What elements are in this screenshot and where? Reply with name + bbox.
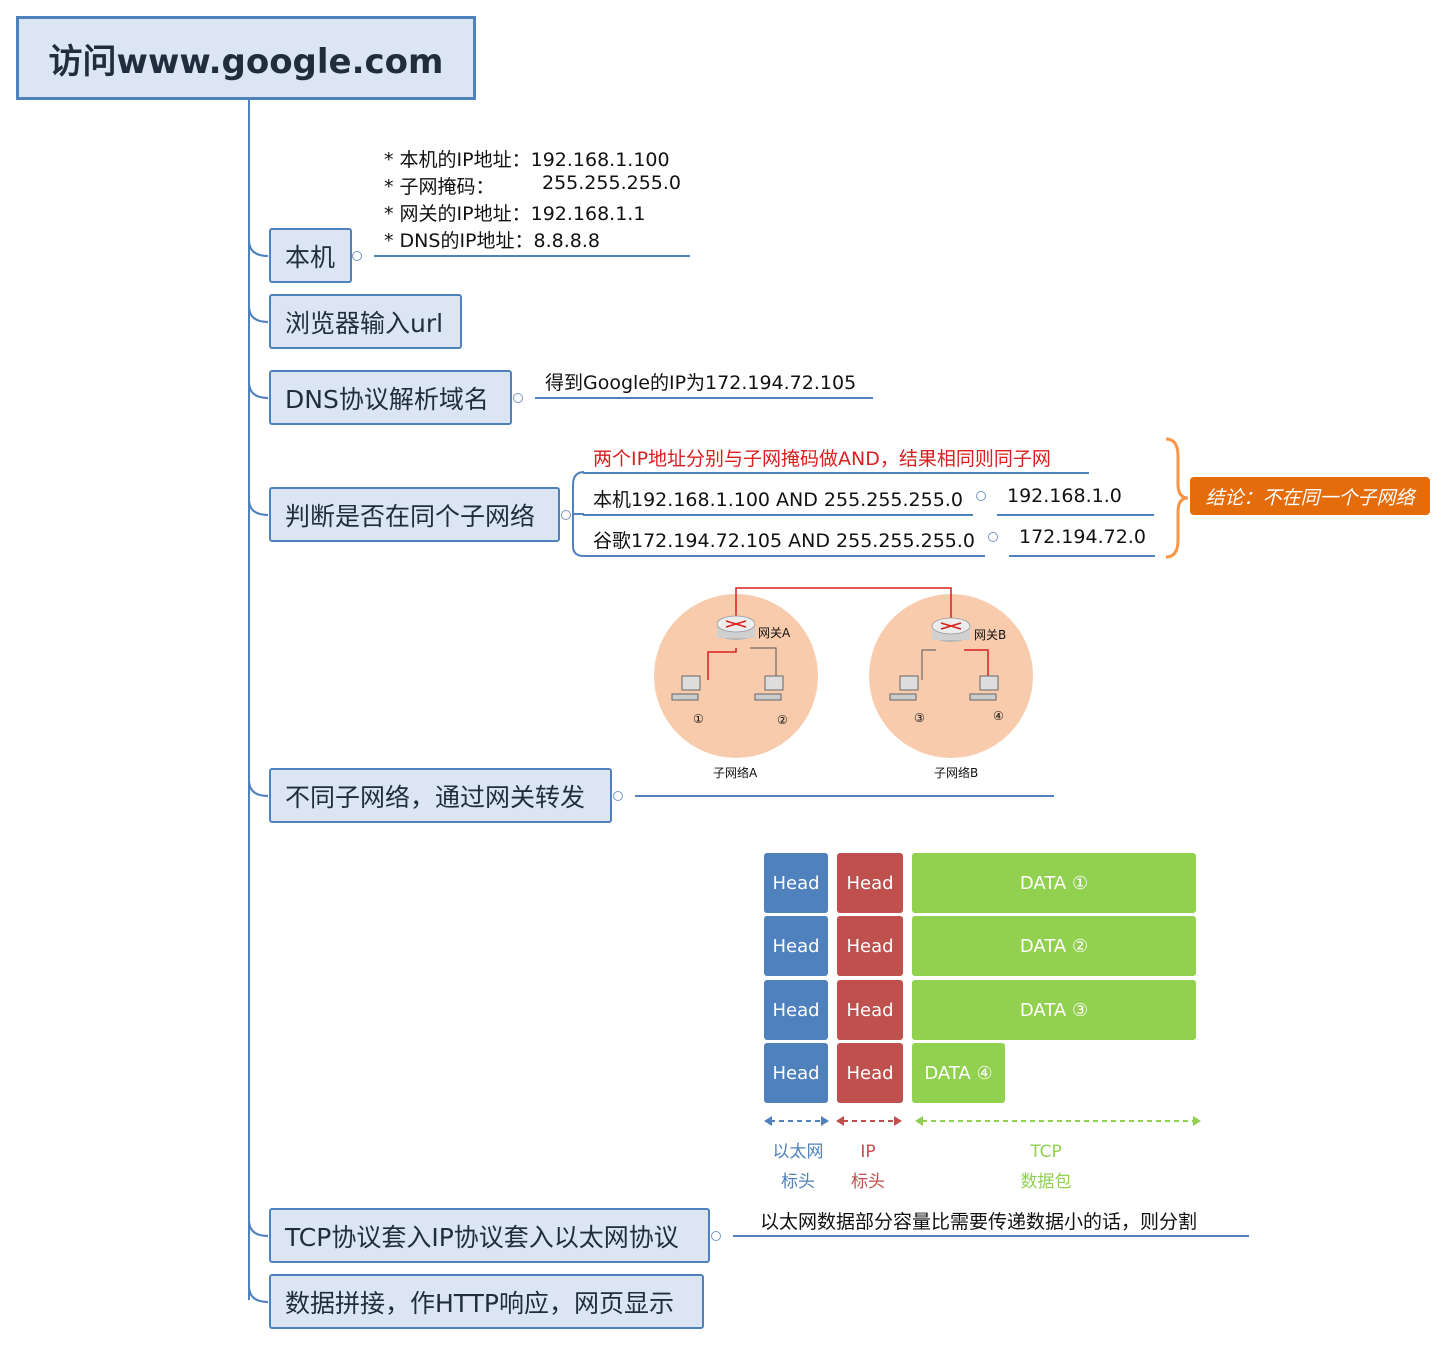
branch-http[interactable]: 数据拼接，作HTTP响应，网页显示 <box>269 1274 704 1329</box>
collapse-toggle-subnet[interactable] <box>561 510 571 520</box>
subnet-b-label: 子网络B <box>934 765 978 780</box>
network-diagram: 网关A 网关B ① ② ③ ④ 子网络A 子网络B <box>654 587 1033 780</box>
eth-span-arrow <box>764 1116 829 1126</box>
branch-subnet[interactable]: 判断是否在同个子网络 <box>269 487 560 542</box>
local-gateway-line: * 网关的IP地址：192.168.1.1 <box>384 203 646 225</box>
underline-tcp <box>733 1235 1249 1237</box>
tcp-span-arrow <box>915 1116 1201 1126</box>
ip-head-3: Head <box>837 980 903 1040</box>
collapse-toggle-tcp[interactable] <box>711 1231 721 1241</box>
conclusion-badge[interactable]: 结论：不在同一个子网络 <box>1190 477 1430 515</box>
host-1-label: ① <box>693 712 704 726</box>
local-mask-label: * 子网掩码： <box>384 176 495 198</box>
collapse-toggle-gateway[interactable] <box>613 791 623 801</box>
computer-icon-4 <box>969 675 999 701</box>
host-2-label: ② <box>777 713 788 727</box>
legend-tcp: TCP 数据包 <box>1020 1142 1072 1192</box>
collapse-toggle-dns[interactable] <box>513 393 523 403</box>
subnet-connectors <box>572 471 585 557</box>
tcp-data-1: DATA ① <box>912 853 1196 913</box>
tcp-data-2: DATA ② <box>912 916 1196 976</box>
subnet-rule: 两个IP地址分别与子网掩码做AND，结果相同则同子网 <box>593 448 1051 470</box>
local-dns-line: * DNS的IP地址：8.8.8.8 <box>384 230 600 252</box>
branch-dns[interactable]: DNS协议解析域名 <box>269 370 512 425</box>
underline-row-2-result <box>1009 555 1155 557</box>
host-4-label: ④ <box>993 709 1004 723</box>
collapse-toggle-row-1[interactable] <box>976 491 986 501</box>
subnet-row-1-result: 192.168.1.0 <box>1007 485 1122 507</box>
computer-icon-1 <box>671 675 701 701</box>
eth-head-2: Head <box>764 916 828 976</box>
collapse-toggle-local[interactable] <box>352 251 362 261</box>
subnet-a-label: 子网络A <box>713 765 758 780</box>
branch-gateway[interactable]: 不同子网络，通过网关转发 <box>269 768 612 823</box>
subnet-row-1-expr: 本机192.168.1.100 AND 255.255.255.0 <box>593 489 963 511</box>
ip-head-4: Head <box>837 1043 903 1103</box>
legend-arrows <box>764 1116 1201 1126</box>
subnet-row-2-expr: 谷歌172.194.72.105 AND 255.255.255.0 <box>593 530 976 552</box>
local-mask-value: 255.255.255.0 <box>542 172 682 194</box>
underline-row-1-expr <box>583 514 973 516</box>
router-icon-b <box>931 617 971 642</box>
dns-note: 得到Google的IP为172.194.72.105 <box>545 372 857 394</box>
eth-head-4: Head <box>764 1043 828 1103</box>
underline-local <box>374 255 690 257</box>
eth-head-1: Head <box>764 853 828 913</box>
underline-row-2-expr <box>583 555 985 557</box>
branch-tcp[interactable]: TCP协议套入IP协议套入以太网协议 <box>269 1208 710 1263</box>
tcp-note: 以太网数据部分容量比需要传递数据小的话，则分割 <box>760 1211 1198 1233</box>
ip-span-arrow <box>836 1116 902 1126</box>
trunk-connectors <box>248 240 269 1303</box>
computer-icon-2 <box>754 675 784 701</box>
trunk-line <box>248 100 250 1300</box>
conclusion-brace <box>1165 437 1189 559</box>
host-3-label: ③ <box>914 711 925 725</box>
gateway-a-label: 网关A <box>758 626 791 640</box>
eth-head-3: Head <box>764 980 828 1040</box>
root-title: 访问www.google.com <box>48 41 444 82</box>
tcp-data-3: DATA ③ <box>912 980 1196 1040</box>
gateway-b-label: 网关B <box>974 628 1006 642</box>
branch-browser[interactable]: 浏览器输入url <box>269 294 462 349</box>
underline-dns <box>535 397 873 399</box>
computer-icon-3 <box>889 675 919 701</box>
router-icon-a <box>716 615 756 640</box>
legend-eth: 以太网 标头 <box>772 1142 824 1192</box>
collapse-toggle-row-2[interactable] <box>988 532 998 542</box>
underline-gateway <box>635 795 1054 797</box>
ip-head-2: Head <box>837 916 903 976</box>
ip-head-1: Head <box>837 853 903 913</box>
legend-ip: IP 标头 <box>851 1142 885 1192</box>
subnet-row-2-result: 172.194.72.0 <box>1019 526 1146 548</box>
local-ip-line: * 本机的IP地址：192.168.1.100 <box>384 149 670 171</box>
root-topic[interactable]: 访问www.google.com <box>16 16 476 100</box>
tcp-data-4: DATA ④ <box>912 1043 1005 1103</box>
branch-local[interactable]: 本机 <box>269 228 352 283</box>
underline-row-1-result <box>997 514 1154 516</box>
underline-subnet-rule <box>583 472 1089 474</box>
